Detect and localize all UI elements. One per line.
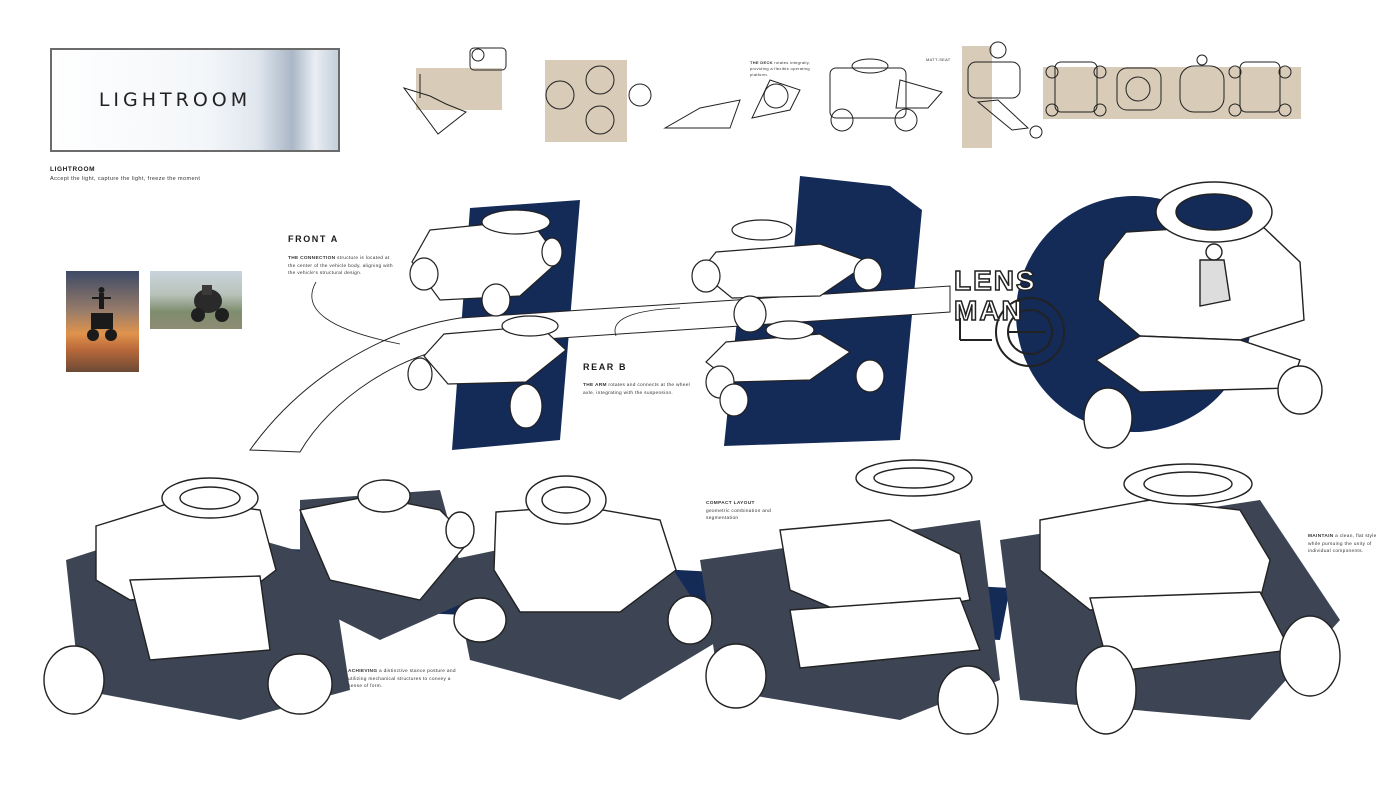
subtitle-heading: LIGHTROOM xyxy=(50,166,96,173)
front-vehicle-upper xyxy=(409,209,563,317)
board-title: LIGHTROOM xyxy=(98,89,252,111)
field-vehicle-silhouette xyxy=(191,285,229,322)
front-vehicle-lower xyxy=(407,315,567,429)
subtitle-text: Accept the light, capture the light, fre… xyxy=(50,176,201,182)
front-heading: FRONT A xyxy=(288,234,339,244)
achieving-note: ACHIEVING a distinctive stance posture a… xyxy=(348,669,456,689)
rear-heading: REAR B xyxy=(583,362,628,372)
sketch-strip xyxy=(402,41,1301,148)
rear-vehicle-lower xyxy=(705,320,885,417)
field-photo xyxy=(150,271,242,329)
rear-vehicle-upper xyxy=(691,219,883,333)
maintain-note: MAINTAIN a clean, flat style while pursu… xyxy=(1308,534,1377,554)
rear-note: THE ARM rotates and connects at the whee… xyxy=(583,383,691,396)
title-banner: LIGHTROOM xyxy=(50,48,340,152)
sunset-vehicle-silhouette xyxy=(87,287,117,341)
lensman-logo-icon xyxy=(959,297,1065,367)
hero-vehicle xyxy=(1083,181,1323,449)
annotation-arrows xyxy=(311,281,681,345)
logo-text-lens: LENS xyxy=(954,265,1037,296)
logo-text-man: MAN xyxy=(954,295,1024,326)
deck-note: THE DECK rotates integrally, providing a… xyxy=(750,60,811,77)
bottom-vehicles xyxy=(43,459,1341,735)
matte-note: MATT-SEAT xyxy=(926,57,951,62)
sunset-photo xyxy=(66,271,139,372)
front-note: THE CONNECTION structure is located at t… xyxy=(288,256,393,276)
